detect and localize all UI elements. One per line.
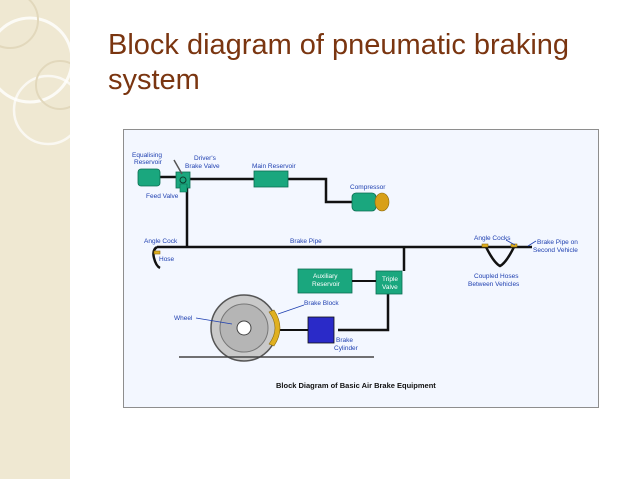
label-hose: Hose xyxy=(159,256,175,263)
decorative-swirl-icon xyxy=(0,0,70,146)
brake-block-shape xyxy=(268,309,281,347)
compressor-body xyxy=(351,192,377,212)
label-coupled-1: Coupled Hoses xyxy=(474,273,519,280)
hose-left xyxy=(152,245,161,270)
label-compressor: Compressor xyxy=(350,184,386,191)
decorative-side-panel xyxy=(0,0,70,479)
angle-cocks-pointer xyxy=(505,239,516,246)
label-brake-pipe: Brake Pipe xyxy=(290,238,322,245)
slide-title: Block diagram of pneumatic braking syste… xyxy=(108,29,570,96)
wheel-hub-icon xyxy=(236,320,252,336)
label-drivers-2: Brake Valve xyxy=(185,163,220,170)
triple-valve xyxy=(375,270,403,295)
diagram-caption: Block Diagram of Basic Air Brake Equipme… xyxy=(276,381,436,390)
feed-valve xyxy=(179,183,188,193)
label-brake-block: Brake Block xyxy=(304,300,339,307)
label-auxiliary-1: Auxiliary xyxy=(313,273,338,280)
wheel-pointer xyxy=(195,317,233,325)
compressor-feed-pipe xyxy=(288,177,352,204)
diagram-canvas: Equalising Reservoir Driver's Brake Valv… xyxy=(132,152,578,390)
label-angle-cocks: Angle Cocks xyxy=(474,235,511,242)
brake-block-pointer xyxy=(277,304,305,315)
compressor-motor-icon xyxy=(374,192,390,212)
label-brake-cylinder-1: Brake xyxy=(336,337,353,344)
label-equalising-1: Equalising xyxy=(132,152,162,159)
main-reservoir xyxy=(253,170,289,188)
equalising-reservoir xyxy=(137,168,161,187)
label-brake-cylinder-2: Cylinder xyxy=(334,345,359,352)
coupled-hoses xyxy=(484,246,516,268)
label-main-reservoir: Main Reservoir xyxy=(252,163,297,170)
brake-cylinder xyxy=(307,316,335,344)
label-drivers-1: Driver's xyxy=(194,155,217,162)
brake-pipe-on-pointer xyxy=(527,240,537,247)
angle-cock-left-icon xyxy=(153,250,161,255)
triple-to-cylinder-pipe xyxy=(338,285,390,332)
label-angle-cock: Angle Cock xyxy=(144,238,178,245)
label-brake-pipe-on-2: Second Vehicle xyxy=(533,247,578,254)
label-feed-valve: Feed Valve xyxy=(146,193,179,200)
label-equalising-2: Reservoir xyxy=(134,159,163,166)
label-triple-2: Valve xyxy=(382,284,398,291)
label-auxiliary-2: Reservoir xyxy=(312,281,341,288)
label-wheel: Wheel xyxy=(174,315,193,322)
air-brake-diagram: Equalising Reservoir Driver's Brake Valv… xyxy=(123,129,599,408)
angle-cock-right-1-icon xyxy=(481,243,489,248)
label-triple-1: Triple xyxy=(382,276,398,283)
label-brake-pipe-on-1: Brake Pipe on xyxy=(537,239,578,246)
drivers-valve-lever-icon xyxy=(173,159,183,175)
label-coupled-2: Between Vehicles xyxy=(468,281,520,288)
drivers-valve-handle-icon xyxy=(179,176,187,184)
